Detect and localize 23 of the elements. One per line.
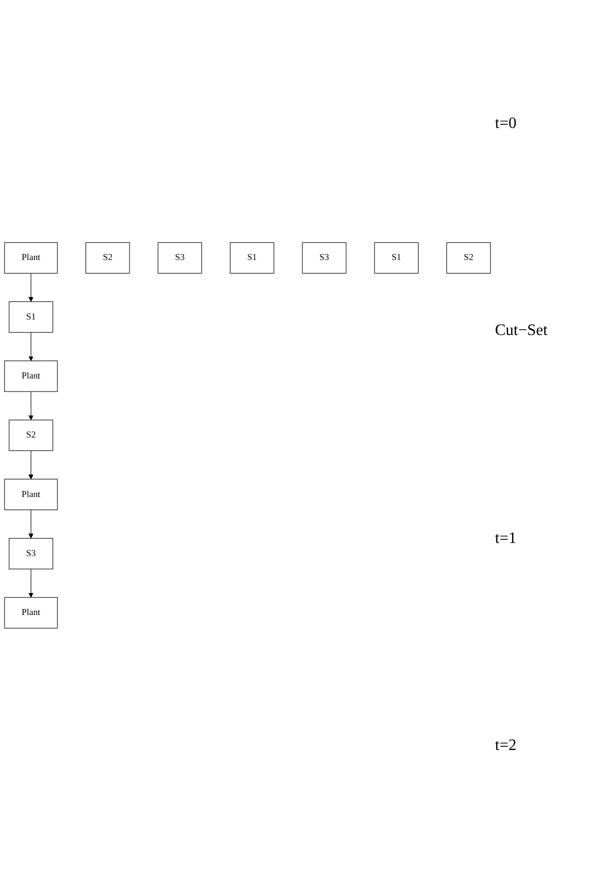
node-box: Plant bbox=[4, 596, 58, 628]
node-box: S2 bbox=[86, 242, 130, 274]
note-label: t=1 bbox=[495, 530, 518, 548]
node-box: S3 bbox=[302, 242, 346, 274]
node-box: Plant bbox=[4, 242, 58, 274]
node-box: S1 bbox=[8, 301, 54, 332]
node-box: Plant bbox=[4, 478, 58, 510]
arrow bbox=[28, 390, 34, 420]
node-box: Plant bbox=[4, 360, 58, 392]
node-box: S2 bbox=[8, 419, 54, 451]
node-box: S2 bbox=[446, 242, 491, 274]
arrow bbox=[28, 568, 34, 598]
arrow bbox=[28, 509, 34, 538]
node-box: S3 bbox=[158, 242, 202, 274]
node-box: S1 bbox=[374, 242, 419, 274]
note-label: t=0 bbox=[495, 114, 518, 133]
arrow bbox=[28, 272, 34, 302]
node-box: S1 bbox=[230, 242, 274, 274]
arrow bbox=[28, 450, 34, 479]
arrow bbox=[28, 332, 34, 361]
note-label: Cut−Set bbox=[495, 322, 549, 340]
node-box: S3 bbox=[8, 538, 54, 569]
note-label: t=2 bbox=[495, 737, 518, 756]
